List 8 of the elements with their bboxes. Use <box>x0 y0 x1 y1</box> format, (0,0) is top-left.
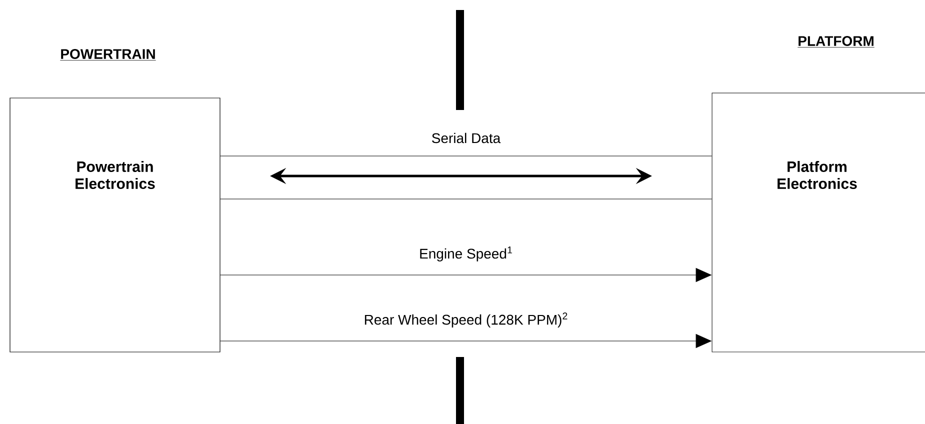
section-heading: POWERTRAIN <box>60 49 156 61</box>
signal-label: Rear Wheel Speed (128K PPM)$^{2}$ <box>364 312 568 328</box>
system-box: Powertrain Electronics <box>10 98 220 352</box>
bus-line <box>220 198 712 200</box>
section-heading: PLATFORM <box>797 36 875 48</box>
system-box: Platform Electronics <box>712 92 925 352</box>
signal-label: Engine Speed$^{1}$ <box>420 246 512 262</box>
signal-label: Serial Data <box>432 132 501 144</box>
